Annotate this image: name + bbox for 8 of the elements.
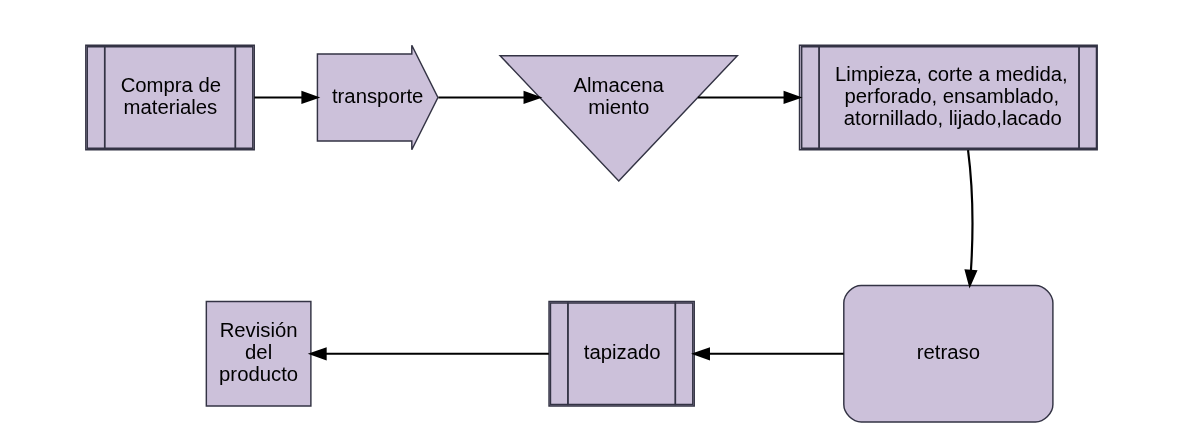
arrow: [437, 90, 542, 105]
node-box: retraso: [842, 284, 1054, 423]
arrow: [690, 347, 844, 361]
arrow: [307, 347, 549, 361]
node-box: Revisión del producto: [205, 300, 312, 407]
arrow: [963, 150, 978, 289]
arrow: [697, 90, 802, 105]
arrow: [253, 90, 320, 105]
